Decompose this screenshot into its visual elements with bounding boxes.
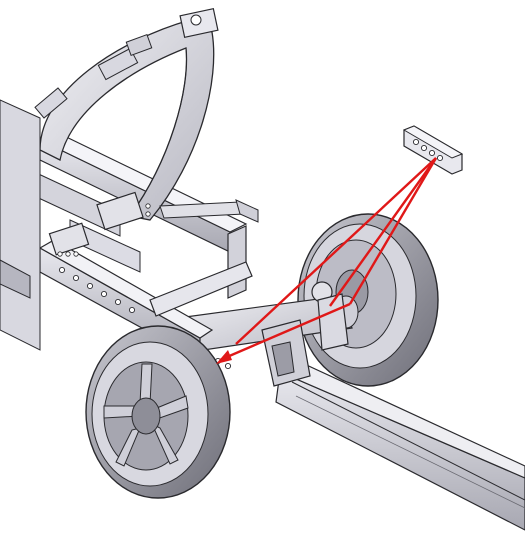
mate-arrowhead [216, 350, 232, 364]
frame-left-continuation [0, 99, 41, 351]
mate-indicator-lines [219, 157, 438, 362]
side-arm[interactable] [159, 199, 259, 223]
left-wheel[interactable] [85, 325, 231, 499]
hole-plate-part[interactable] [402, 125, 464, 175]
tow-bar[interactable] [275, 361, 525, 531]
upper-arch-frame[interactable] [34, 7, 219, 257]
